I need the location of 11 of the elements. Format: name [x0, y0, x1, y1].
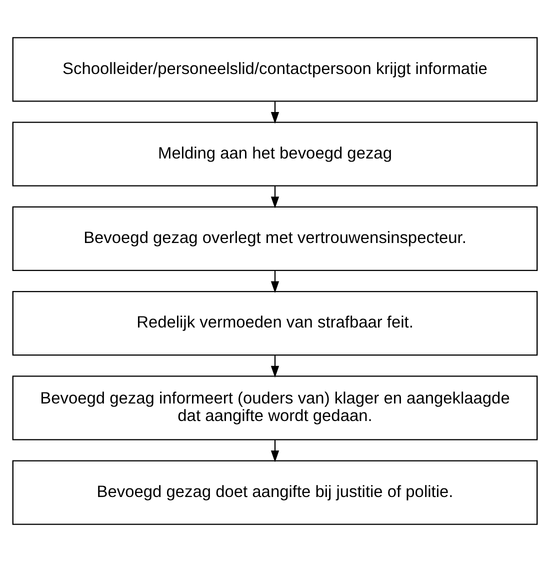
arrow: [270, 270, 280, 293]
arrow: [270, 186, 280, 208]
arrow: [270, 355, 280, 378]
node-box: Schoolleider/personeelslid/contactpersoon krijgt informatie: [12, 37, 538, 102]
node-box: Redelijk vermoeden van strafbaar feit.: [12, 291, 538, 356]
arrow: [270, 101, 280, 124]
node-box: Melding aan het bevoegd gezag: [12, 122, 538, 186]
node-box: Bevoegd gezag informeert (ouders van) klager en aangeklaagde dat aangifte wordt gedaan.: [12, 376, 538, 440]
node-box: Bevoegd gezag overlegt met vertrouwensinspecteur.: [12, 206, 538, 271]
arrow: [270, 440, 280, 462]
node-box: Bevoegd gezag doet aangifte bij justitie of politie.: [12, 460, 538, 525]
